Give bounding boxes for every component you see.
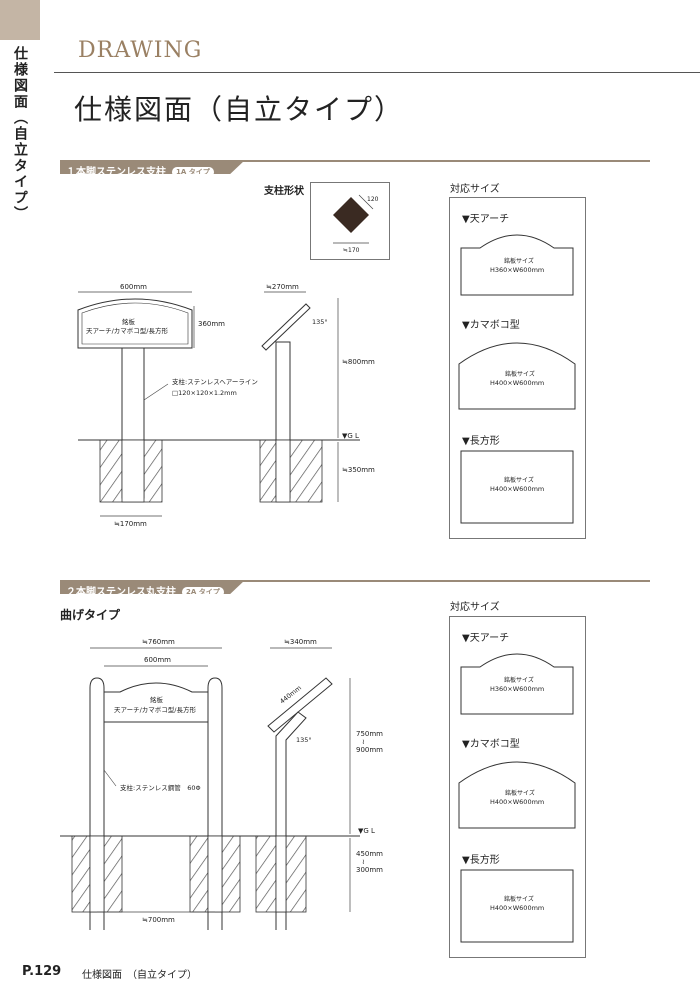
s2-h-above-2: 900mm: [356, 746, 383, 754]
section2-subtitle: 曲げタイプ: [60, 608, 121, 622]
drawing-label: DRAWING: [78, 38, 203, 63]
svg-text:銘板サイズ: 銘板サイズ: [504, 676, 534, 684]
s1-sizes-title: 対応サイズ: [450, 184, 500, 195]
s2-h-below-2: 300mm: [356, 866, 383, 874]
corner-tab: [0, 0, 40, 40]
s2-size3-name: ▼長方形: [462, 855, 500, 866]
section1-tag: 1A タイプ: [172, 167, 214, 174]
post-cross-section: [333, 197, 369, 233]
s2-size1-name: ▼天アーチ: [462, 633, 510, 644]
s1-plate-title: 銘板: [122, 317, 136, 326]
s1-post-label1: 支柱:ステンレスヘアーライン: [172, 377, 258, 386]
s1-width-dim: 600mm: [120, 283, 147, 291]
header-divider: [54, 72, 700, 73]
s2-side-depth: ≒340mm: [284, 638, 317, 646]
s2-size2-name: ▼カマボコ型: [462, 739, 520, 750]
s2-side-plate: [267, 677, 333, 733]
section2-tag: 2A タイプ: [182, 587, 224, 594]
s1-side-plate: [261, 303, 311, 351]
section2-rule: [60, 580, 650, 582]
svg-text:H360×W600mm: H360×W600mm: [490, 266, 544, 274]
s2-total-width: ≒760mm: [142, 638, 175, 646]
s1-height-below: ≒350mm: [342, 466, 375, 474]
s2-size2-shape: 銘板サイズ H400×W600mm: [458, 761, 576, 829]
section2-drawing: ≒760mm 600mm 銘板 天アーチ/カマボコ型/長方形 支柱:ステンレス鋼…: [60, 638, 383, 930]
svg-text:銘板サイズ: 銘板サイズ: [505, 370, 535, 378]
s2-size3-shape: 銘板サイズ H400×W600mm: [460, 869, 574, 943]
s2-h-above-1: 750mm: [356, 730, 383, 738]
s2-size1-shape: 銘板サイズ H360×W600mm: [460, 653, 574, 715]
s2-angle: 135°: [296, 736, 312, 744]
post-side-dim: 120: [367, 196, 379, 203]
s1-foundation-dim: ≒170mm: [114, 520, 147, 528]
post-shape-box: 120 ≒170: [310, 182, 390, 260]
s1-sizes-panel: ▼天アーチ 銘板サイズ H360×W600mm ▼カマボコ型 銘板サイズ H40…: [449, 197, 586, 539]
footer-title: 仕様図面 （自立タイプ）: [82, 970, 197, 981]
s2-plate-title: 銘板: [150, 695, 164, 704]
s1-ground-label: ▼G L: [342, 432, 359, 440]
section1-rule: [60, 160, 650, 162]
s1-sign-plate: [77, 298, 193, 349]
s1-angle: 135°: [312, 318, 328, 326]
svg-text:H400×W600mm: H400×W600mm: [490, 485, 544, 493]
s1-size2-shape: 銘板サイズ H400×W600mm: [458, 342, 576, 410]
s1-size3-name: ▼長方形: [462, 436, 500, 447]
s1-height-above: ≒800mm: [342, 358, 375, 366]
s1-size2-name: ▼カマボコ型: [462, 320, 520, 331]
s1-post-label2: □120×120×1.2mm: [172, 389, 237, 397]
post-shape-diagram: 120 ≒170: [333, 194, 379, 254]
s2-plate-types: 天アーチ/カマボコ型/長方形: [114, 705, 196, 714]
s1-size1-name: ▼天アーチ: [462, 214, 510, 225]
section2-title: ２本脚ステンレス丸支柱: [66, 587, 176, 598]
s1-plate-types: 天アーチ/カマボコ型/長方形: [86, 326, 168, 335]
post-shape-label: 支柱形状: [264, 186, 304, 197]
svg-text:銘板サイズ: 銘板サイズ: [505, 789, 535, 797]
s2-plate-width: 600mm: [144, 656, 171, 664]
s2-ground-label: ▼G L: [358, 827, 375, 835]
s2-depth-dim: ≒270mm: [266, 283, 299, 291]
section1-title: １本脚ステンレス支柱: [66, 167, 166, 178]
side-label: 仕様図面（自立タイプ）: [12, 46, 28, 222]
s2-sizes-title: 対応サイズ: [450, 602, 500, 613]
svg-text:銘板サイズ: 銘板サイズ: [504, 476, 534, 484]
s1-foundation-side: [259, 439, 323, 503]
svg-text:H360×W600mm: H360×W600mm: [490, 685, 544, 693]
svg-text:H400×W600mm: H400×W600mm: [490, 904, 544, 912]
s2-sign-plate: [103, 682, 209, 723]
s2-foundation-dim: ≒700mm: [142, 916, 175, 924]
s2-sizes-panel: ▼天アーチ 銘板サイズ H360×W600mm ▼カマボコ型 銘板サイズ H40…: [449, 616, 586, 958]
footer-page-number: P.129: [22, 964, 62, 979]
s2-h-above-sep: ≀: [362, 738, 365, 746]
svg-text:H400×W600mm: H400×W600mm: [490, 379, 544, 387]
s2-h-below-sep: ≀: [362, 858, 365, 866]
section1-drawing: 600mm 銘板 天アーチ/カマボコ型/長方形 360mm 支柱:ステンレスヘア…: [77, 283, 375, 528]
svg-text:H400×W600mm: H400×W600mm: [490, 798, 544, 806]
page-title: 仕様図面（自立タイプ）: [74, 93, 405, 126]
post-diag-dim: ≒170: [343, 247, 360, 254]
s1-size3-shape: 銘板サイズ H400×W600mm: [460, 450, 574, 524]
s2-post-label: 支柱:ステンレス鋼管 60Φ: [120, 783, 201, 792]
s1-height-dim: 360mm: [198, 320, 225, 328]
s1-size1-shape: 銘板サイズ H360×W600mm: [460, 234, 574, 296]
svg-text:銘板サイズ: 銘板サイズ: [504, 257, 534, 265]
s2-h-below-1: 450mm: [356, 850, 383, 858]
svg-text:銘板サイズ: 銘板サイズ: [504, 895, 534, 903]
